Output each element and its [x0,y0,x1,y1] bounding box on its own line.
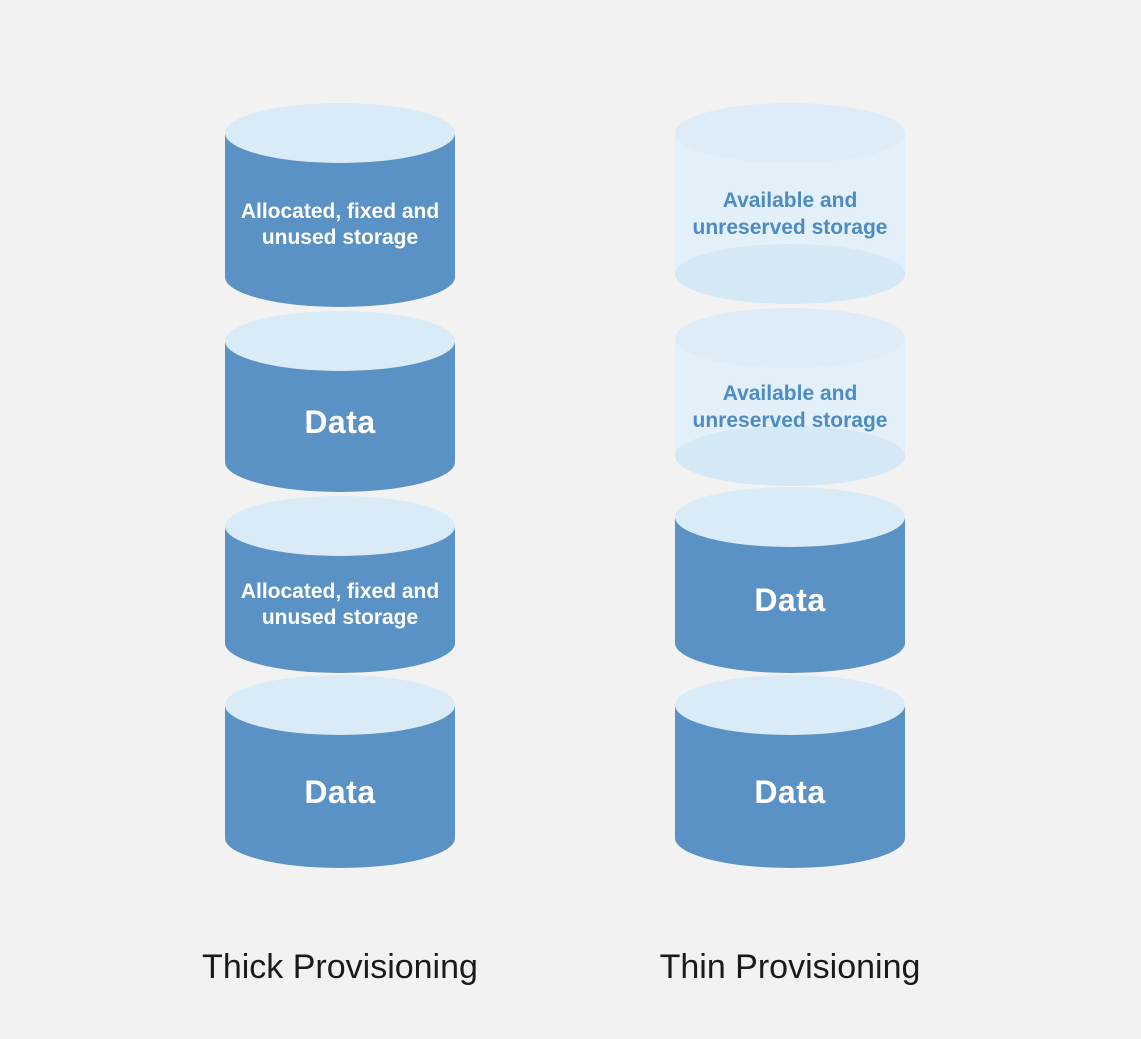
cylinder-label: Available and unreserved storage [692,188,888,239]
cylinder-label: Allocated, fixed and unused storage [240,579,440,629]
cylinder-label: Data [304,403,376,440]
cylinder-data: Data [225,311,455,492]
cylinder-label: Allocated, fixed and unused storage [240,200,440,249]
cylinder-available-storage: Available and unreserved storage [675,308,905,486]
cylinder-label: Data [754,773,826,810]
cylinder-data: Data [675,675,905,868]
cylinder-data: Data [225,675,455,868]
cylinder-bottom [675,244,905,304]
cylinder-lid [225,311,455,371]
thin-provisioning-caption: Thin Provisioning [659,948,921,986]
thick-provisioning-caption: Thick Provisioning [202,948,478,986]
cylinder-available-storage: Available and unreserved storage [675,103,905,304]
cylinder-label: Data [754,582,826,618]
cylinder-label: Data [304,773,376,810]
cylinder-lid [675,308,905,368]
cylinder-data: Data [675,487,905,673]
cylinder-lid [225,103,455,163]
cylinder-lid [675,103,905,163]
cylinder-allocated-storage: Allocated, fixed and unused storage [225,103,455,307]
cylinder-lid [225,675,455,735]
cylinder-lid [675,675,905,735]
cylinder-allocated-storage: Allocated, fixed and unused storage [225,496,455,673]
cylinder-label: Available and unreserved storage [692,382,888,432]
cylinder-lid [675,487,905,547]
cylinder-lid [225,496,455,556]
cylinder-bottom [675,426,905,486]
